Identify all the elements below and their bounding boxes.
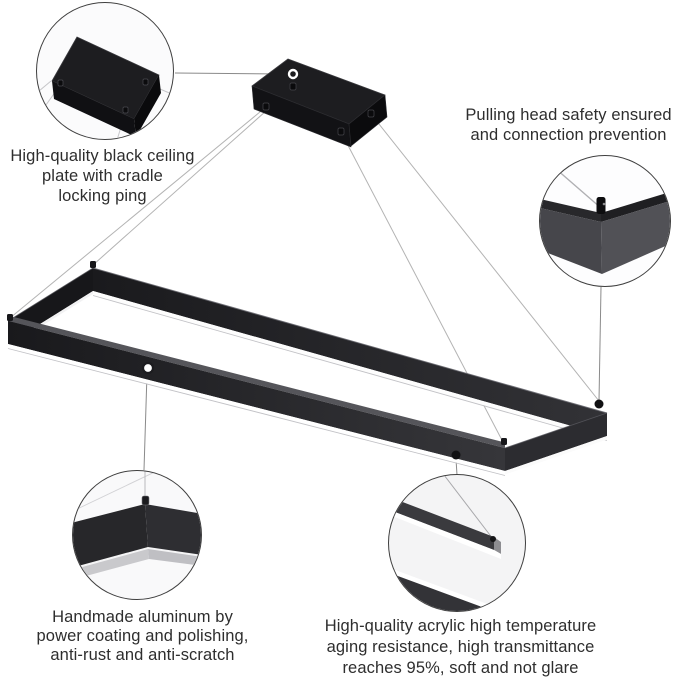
- bar-top-face-right: [601, 192, 670, 222]
- frame-wire-nubs: [7, 261, 507, 445]
- callout-acrylic-circle: [388, 474, 526, 612]
- note-line: locking ping: [58, 187, 147, 205]
- frame-back-bar-top-edge: [92, 267, 608, 414]
- canopy-center-hole-icon: [287, 68, 299, 80]
- acrylic-detail-illustration: [389, 475, 501, 611]
- connector-aluminum: [143, 373, 148, 471]
- callout-aluminum-corner-circle: [72, 470, 202, 600]
- corner-acrylic-strip-right: [148, 549, 201, 566]
- note-line: and connection prevention: [470, 126, 667, 144]
- attachment-markers: [141, 361, 604, 460]
- suspension-wire: [92, 86, 294, 266]
- frame-back-bar-acrylic-strip: [93, 291, 607, 440]
- ceiling-canopy: [251, 58, 388, 148]
- bar-front-face-left: [540, 208, 602, 274]
- front-bar-dot-marker: [451, 450, 461, 460]
- note-line: aging resistance, high transmittance: [326, 638, 595, 656]
- note-line: Handmade aluminum by: [52, 608, 233, 626]
- bar-front-face-right: [601, 201, 670, 274]
- acrylic-wire-dot: [490, 536, 496, 542]
- plate-side-face: [134, 75, 161, 137]
- note-line: High-quality black ceiling: [10, 147, 195, 165]
- frame-right-bar: [505, 413, 607, 471]
- frame-front-bar-acrylic-strip: [8, 344, 505, 475]
- callout-connector-lines: [143, 72, 602, 476]
- frame-back-bar-acrylic-edge: [92, 295, 608, 441]
- canopy-front-face: [251, 85, 352, 148]
- canopy-cable-glands: [262, 82, 375, 136]
- frame-right-bar-top-edge: [504, 412, 608, 449]
- corner-bar-right-face: [145, 504, 201, 556]
- ceiling-plate-note: High-quality black ceiling plate with cr…: [0, 146, 205, 206]
- note-line: Pulling head safety ensured: [465, 106, 672, 124]
- frame-left-bar-top-edge: [7, 267, 94, 322]
- acrylic-upper-bar-endcap: [494, 537, 501, 554]
- note-line: power coating and polishing,: [36, 627, 249, 645]
- frame-back-bar: [93, 268, 607, 436]
- note-line: High-quality acrylic high temperature: [324, 617, 597, 635]
- plate-cable-glands: [57, 78, 149, 114]
- detail-wire: [443, 475, 494, 540]
- acrylic-lower-glow-strip: [389, 567, 501, 611]
- acrylic-upper-bar: [389, 496, 494, 550]
- connector-ceiling-plate: [174, 72, 284, 75]
- frame-front-bar-acrylic-edge: [7, 348, 506, 476]
- corner-acrylic-hairline: [73, 546, 201, 570]
- acrylic-upper-glow-strip: [389, 509, 501, 559]
- suspension-wire: [9, 106, 267, 319]
- front-bar-ring-marker: [141, 361, 155, 375]
- ceiling-plate-detail-illustration: [37, 36, 173, 139]
- frame-front-bar-top-face: [8, 315, 505, 448]
- canopy-side-face: [348, 94, 388, 147]
- aluminum-corner-detail-illustration: [73, 471, 201, 580]
- acrylic-note: High-quality acrylic high temperature ag…: [293, 616, 628, 679]
- suspension-wire: [370, 113, 600, 402]
- bar-top-face-left: [540, 199, 601, 222]
- plate-front-face: [52, 81, 136, 137]
- callout-ceiling-plate-circle: [36, 2, 174, 140]
- aluminum-note: Handmade aluminum by power coating and p…: [20, 608, 265, 665]
- note-line: plate with cradle: [42, 167, 163, 185]
- frame-front-bar: [8, 321, 505, 471]
- callout-pulling-head-circle: [539, 155, 671, 287]
- corner-wire-nub: [141, 495, 150, 506]
- right-corner-dot-marker: [594, 399, 604, 409]
- frame-right-bar-acrylic-strip: [505, 436, 607, 475]
- note-line: anti-rust and anti-scratch: [50, 646, 235, 664]
- pulling-head-note: Pulling head safety ensured and connecti…: [454, 105, 679, 145]
- connector-pulling-head: [598, 286, 602, 402]
- pulling-head-icon: [596, 197, 606, 214]
- note-line: reaches 95%, soft and not glare: [342, 659, 579, 677]
- pulling-head-highlight: [602, 202, 606, 206]
- pulling-head-detail-illustration: [540, 161, 670, 274]
- corner-acrylic-strip-left: [73, 549, 149, 580]
- pendant-frame: [7, 261, 608, 476]
